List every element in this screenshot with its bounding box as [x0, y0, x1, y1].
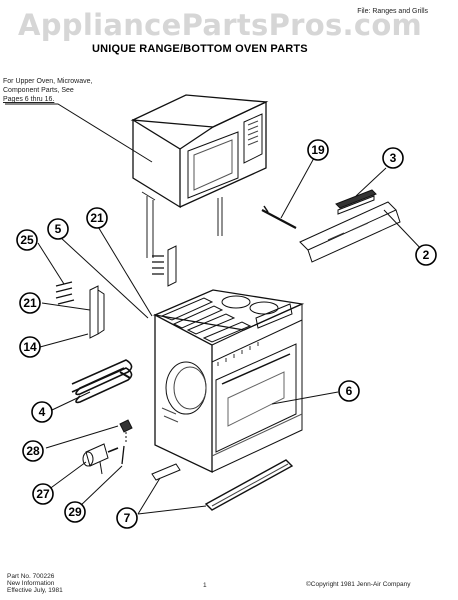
callout-19-label: 19 [311, 143, 325, 157]
callout-21-left: 21 [19, 292, 41, 314]
callout-27: 27 [32, 483, 54, 505]
leader-14 [39, 333, 89, 348]
callout-25: 25 [16, 229, 38, 251]
leader-4 [51, 391, 91, 411]
callout-25-label: 25 [20, 233, 34, 247]
leader-2 [383, 209, 425, 253]
callout-6: 6 [338, 380, 360, 402]
page-title: UNIQUE RANGE/BOTTOM OVEN PARTS [92, 43, 308, 55]
callout-3: 3 [382, 147, 404, 169]
part-28-thermostat [119, 419, 133, 444]
callout-14-label: 14 [23, 340, 37, 354]
callout-6-label: 6 [346, 384, 353, 398]
callout-5: 5 [47, 218, 69, 240]
side-note-line-1: For Upper Oven, Microwave, [3, 78, 93, 85]
part-3-switch [335, 189, 377, 215]
part-2-bracket [299, 201, 401, 263]
callout-29: 29 [64, 501, 86, 523]
range-body [152, 289, 305, 474]
part-27-motor [82, 443, 119, 475]
microwave-oven [130, 94, 269, 258]
callout-2: 2 [415, 244, 437, 266]
footer-part-no: Part No. 700226 [7, 573, 55, 580]
part-19-element [261, 205, 297, 229]
callout-3-label: 3 [390, 151, 397, 165]
callout-21-left-label: 21 [23, 296, 37, 310]
leader-7 [137, 477, 207, 515]
leader-5 [59, 236, 149, 319]
copyright-text: ©Copyright 1981 Jenn-Air Company [306, 581, 411, 588]
callout-21-upper-label: 21 [90, 211, 104, 225]
leader-21-left [41, 302, 91, 311]
leader-6 [271, 391, 339, 405]
callout-21-upper: 21 [86, 207, 108, 229]
callout-19: 19 [307, 139, 329, 161]
callout-28-label: 28 [26, 444, 40, 458]
part-4-heating-element [71, 359, 133, 404]
callout-28: 28 [22, 440, 44, 462]
leader-25 [37, 242, 65, 285]
part-29-screw [121, 445, 125, 465]
callout-27-label: 27 [36, 487, 50, 501]
leader-3 [355, 167, 387, 197]
callout-5-label: 5 [55, 222, 62, 236]
part-21-bracket-left [89, 285, 105, 339]
leader-28 [45, 425, 119, 449]
side-note-leader [5, 103, 153, 163]
watermark-logo: AppliancePartsPros.com [18, 8, 423, 42]
part-21-bracket-upper [152, 245, 177, 287]
callout-14: 14 [19, 336, 41, 358]
footer-effective: Effective July, 1981 [7, 587, 63, 594]
callout-29-label: 29 [68, 505, 82, 519]
leader-27 [47, 461, 87, 491]
footer-new-info: New Information [7, 580, 55, 587]
page-number: 1 [203, 582, 207, 589]
leader-21-upper [96, 224, 153, 317]
file-note: File: Ranges and Grills [357, 8, 428, 15]
part-25-terminals [55, 281, 75, 305]
callout-4-label: 4 [39, 405, 46, 419]
part-7-rails [151, 459, 294, 511]
side-note-line-3: Pages 6 thru 16. [3, 96, 55, 103]
side-note-line-2: Component Parts, See [3, 87, 74, 94]
callout-7: 7 [116, 507, 138, 529]
leader-29 [77, 465, 123, 509]
callout-4: 4 [31, 401, 53, 423]
callout-7-label: 7 [124, 511, 131, 525]
leader-19 [280, 157, 315, 219]
callout-2-label: 2 [423, 248, 430, 262]
